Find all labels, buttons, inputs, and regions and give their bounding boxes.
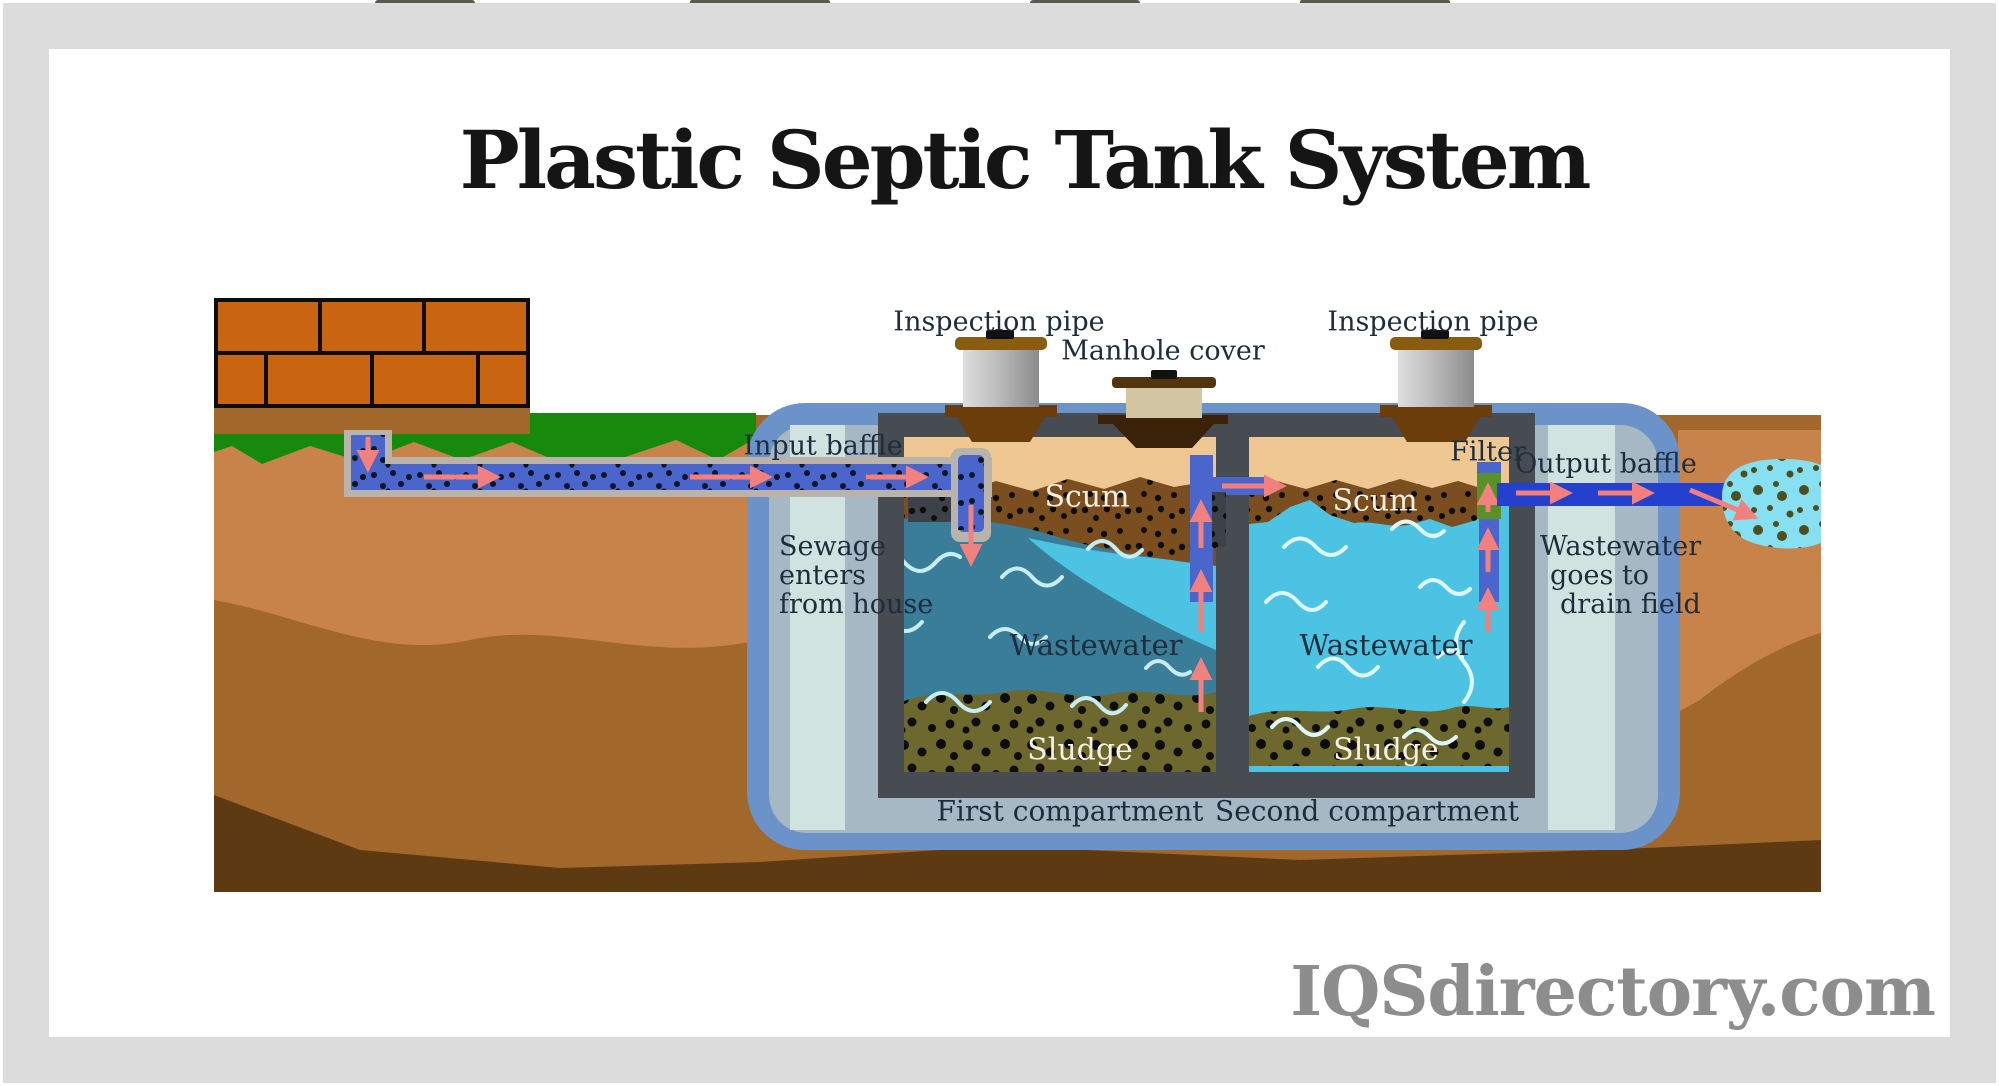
label-input-baffle: Input baffle <box>743 430 903 462</box>
sewage-line-3: from house <box>779 589 934 620</box>
top-edge-smudges <box>375 0 1450 6</box>
sewage-line-2: enters <box>779 560 866 591</box>
label-scum-first: Scum <box>1044 479 1130 515</box>
second-compartment-interior <box>1249 437 1509 772</box>
inspection-pipe-riser-2 <box>1380 330 1492 442</box>
drain-line-1: Wastewater <box>1540 531 1702 562</box>
label-filter: Filter <box>1450 436 1526 468</box>
input-baffle-pipe <box>951 448 991 567</box>
tank-inner-box <box>878 413 1535 798</box>
wastewater-ripples-second <box>1264 519 1474 746</box>
page-title: Plastic Septic Tank System <box>459 113 1592 207</box>
label-first-compartment: First compartment <box>936 794 1204 828</box>
label-sludge-second: Sludge <box>1333 732 1439 768</box>
sewage-inlet-pipe <box>344 430 992 497</box>
wastewater-ripples-first <box>904 539 1192 716</box>
label-sewage-enters-from-house: Sewage enters from house <box>779 532 933 619</box>
manhole-cover-graphic <box>1098 370 1228 448</box>
label-scum-second: Scum <box>1332 483 1418 519</box>
label-output-baffle: Output baffle <box>1515 448 1697 480</box>
inspection-pipe-riser-1 <box>945 330 1057 442</box>
riser-2-handle-icon <box>1421 330 1449 339</box>
transfer-pipe <box>1189 455 1287 712</box>
label-sludge-first: Sludge <box>1027 732 1133 768</box>
drain-line-2: goes to <box>1550 560 1650 591</box>
label-inspection-pipe-1: Inspection pipe <box>893 306 1105 338</box>
riser-1-handle-icon <box>986 330 1014 339</box>
label-inspection-pipe-2: Inspection pipe <box>1327 306 1539 338</box>
drain-field <box>1689 458 1821 549</box>
output-pipe <box>1497 481 1726 506</box>
label-manhole-cover: Manhole cover <box>1061 335 1265 367</box>
manhole-handle-icon <box>1151 370 1177 379</box>
house-brick-wall <box>214 298 530 434</box>
drain-line-3: drain field <box>1560 589 1701 620</box>
label-wastewater-first: Wastewater <box>1009 628 1183 662</box>
watermark: IQSdirectory.com <box>1290 952 1936 1032</box>
label-wastewater-goes-to-drain-field: Wastewater goes to drain field <box>1540 532 1701 619</box>
sewage-line-1: Sewage <box>779 531 886 562</box>
label-wastewater-second: Wastewater <box>1299 628 1473 662</box>
label-second-compartment: Second compartment <box>1215 794 1519 828</box>
